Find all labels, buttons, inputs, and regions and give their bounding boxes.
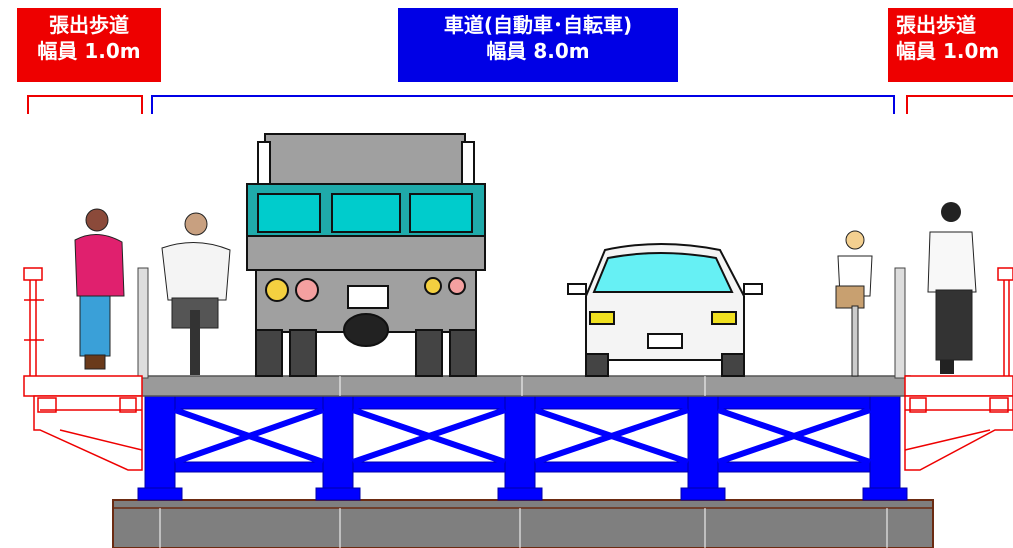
roadway-label: 車道(自動車･自転車) 幅員 8.0m (398, 8, 678, 82)
right-sidewalk-bracket (906, 95, 1013, 114)
pedestrian-left (74, 208, 125, 370)
cyclist-left (161, 212, 231, 375)
left-sidewalk-bracket (27, 95, 143, 114)
pier-base (112, 499, 934, 548)
right-overhang-sidewalk (904, 267, 1013, 471)
deck-slab (137, 267, 911, 397)
car (567, 243, 763, 377)
left-sidewalk-width: 幅員 1.0m (37, 39, 141, 63)
left-sidewalk-label: 張出歩道 幅員 1.0m (17, 8, 161, 82)
roadway-width: 幅員 8.0m (486, 39, 590, 63)
pedestrian-right (927, 202, 977, 374)
cyclist-right (835, 230, 873, 377)
steel-girder-frame (137, 394, 908, 501)
left-overhang-sidewalk (23, 267, 143, 471)
right-sidewalk-width: 幅員 1.0m (896, 39, 1000, 63)
left-sidewalk-title: 張出歩道 (49, 13, 129, 37)
roadway-title: 車道(自動車･自転車) (443, 13, 633, 37)
roadway-bracket (151, 95, 895, 114)
right-sidewalk-title: 張出歩道 (896, 13, 976, 37)
cross-bracing (174, 407, 871, 465)
truck (246, 133, 486, 377)
right-sidewalk-label: 張出歩道 幅員 1.0m (888, 8, 1013, 82)
